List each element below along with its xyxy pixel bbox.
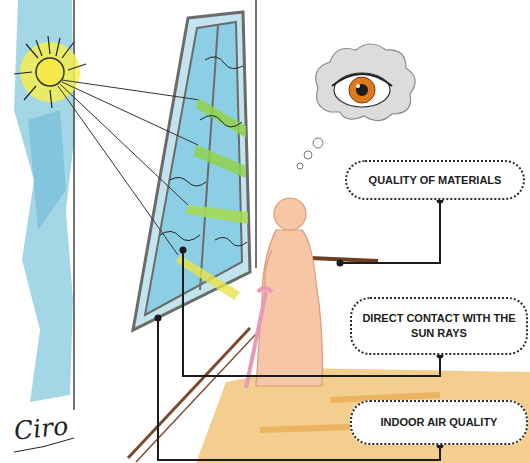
eye-iris: [349, 77, 375, 103]
light-beam: [196, 98, 246, 138]
signature: Ciro: [13, 411, 70, 446]
cane: [246, 292, 266, 388]
sun-ray: [50, 90, 52, 108]
thought-dot: [304, 151, 312, 159]
window-frame: [133, 12, 250, 330]
person-arm: [265, 250, 272, 292]
eye-glint: [356, 84, 360, 88]
sun-ray: [26, 44, 38, 58]
thought-dot: [297, 163, 303, 169]
sun-ray: [62, 42, 74, 58]
light-ray: [62, 82, 198, 145]
leader-dot: [155, 315, 162, 322]
sun-rays: [14, 36, 86, 108]
light-ray: [58, 86, 178, 255]
callout-text: DIRECT CONTACT WITH THE SUN RAYS: [362, 311, 516, 341]
air-curl: [215, 237, 247, 246]
callout-box: DIRECT CONTACT WITH THE SUN RAYS: [350, 297, 528, 355]
thought-dot: [313, 138, 323, 148]
light-beam: [194, 145, 246, 178]
light-rays: [58, 80, 200, 255]
cane-handle: [258, 288, 272, 292]
callout-text: INDOOR AIR QUALITY: [381, 415, 498, 430]
sun-ray: [24, 86, 36, 100]
light-beam: [176, 255, 240, 300]
callout-text: QUALITY OF MATERIALS: [369, 173, 502, 188]
callout-box: QUALITY OF MATERIALS: [345, 160, 525, 200]
light-ray: [62, 80, 200, 100]
callout-box: INDOOR AIR QUALITY: [350, 400, 528, 445]
sun-ray: [68, 64, 86, 70]
light-beam: [186, 205, 248, 224]
sun-ray: [14, 72, 32, 74]
sun: [36, 58, 64, 86]
air-curl: [205, 57, 243, 69]
eye-pupil: [356, 84, 368, 96]
person-body: [256, 230, 322, 386]
leader-dot: [180, 247, 187, 254]
eye-lid: [332, 74, 392, 86]
air-curl: [200, 115, 242, 127]
air-curl: [170, 177, 206, 186]
floor-edge: [136, 334, 256, 462]
person-head: [274, 198, 306, 230]
sun-ray: [36, 40, 42, 56]
air-curls: [160, 57, 247, 246]
sun-ray: [56, 38, 60, 56]
thought-cloud: [316, 44, 415, 121]
wall-line: [255, 0, 257, 268]
shelf: [310, 258, 378, 261]
sky-wash: [28, 110, 66, 230]
floor-edge: [128, 328, 250, 458]
leader-line: [340, 200, 440, 263]
leader-dot: [337, 260, 344, 267]
sun-ray: [48, 36, 50, 54]
light-ray: [60, 84, 188, 205]
air-curl: [160, 231, 200, 240]
